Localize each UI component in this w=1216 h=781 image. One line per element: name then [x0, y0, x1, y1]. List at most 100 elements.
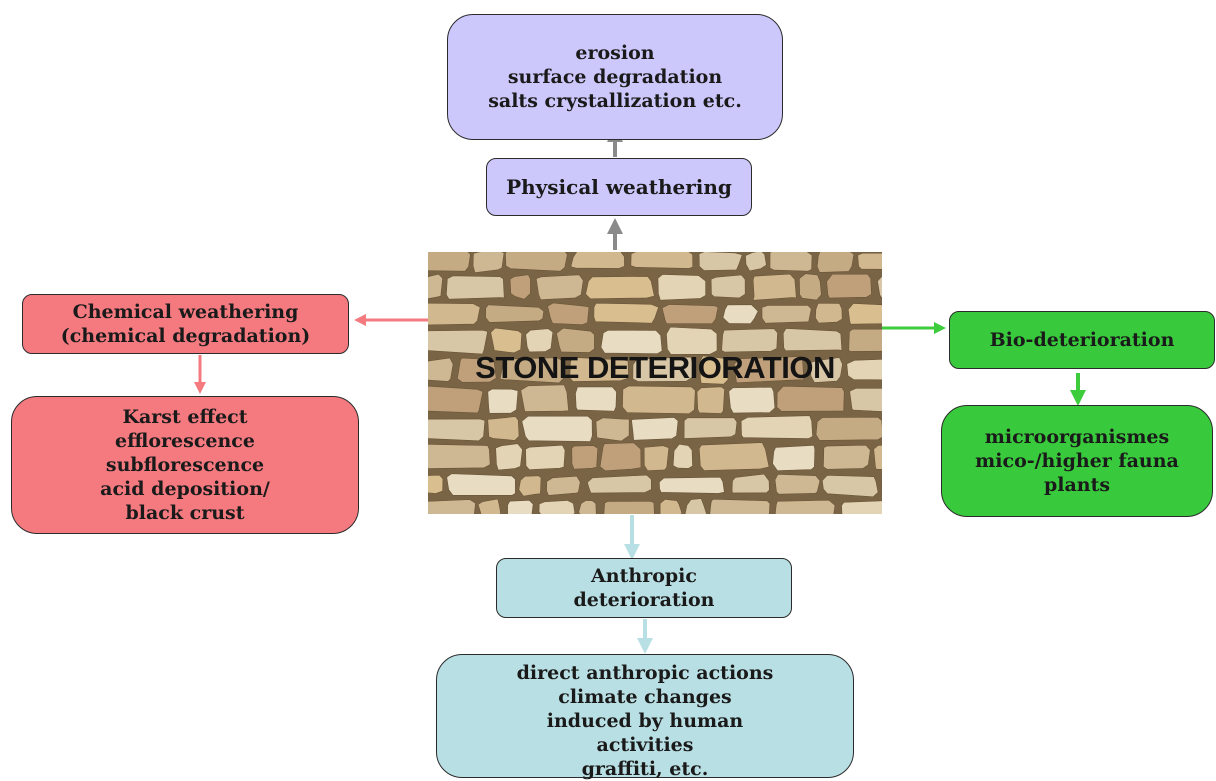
stone-block	[535, 274, 584, 301]
stone-block	[490, 327, 523, 354]
stone-wall-texture	[428, 252, 882, 514]
stone-block	[657, 274, 706, 301]
stone-block	[600, 329, 663, 355]
stone-block	[659, 499, 683, 514]
anthropic-effect: induced by human	[546, 710, 744, 732]
stone-block	[593, 302, 659, 324]
stone-block	[769, 252, 813, 272]
stone-block	[731, 473, 770, 494]
stone-block	[774, 474, 821, 495]
stone-block	[873, 444, 882, 470]
anthropic-effect: graffiti, etc.	[581, 758, 709, 780]
stone-block	[772, 444, 816, 471]
chemical-effect: acid deposition/	[100, 478, 270, 500]
chemical-effect: Karst effect	[122, 406, 248, 428]
anthropic-deterioration-label: Anthropic	[591, 565, 697, 587]
stone-block	[472, 252, 505, 273]
chemical-effect: efflorescence	[115, 430, 255, 452]
stone-block	[823, 444, 871, 470]
stone-block	[672, 443, 693, 469]
stone-block	[733, 356, 805, 384]
stone-block	[774, 499, 836, 514]
chemical-weathering-label: Chemical weathering	[72, 301, 299, 323]
stone-block	[699, 355, 729, 385]
stone-block	[428, 444, 491, 469]
stone-block	[761, 305, 812, 324]
stone-block	[643, 445, 670, 472]
bio-effect: mico-/higher fauna	[975, 450, 1179, 472]
stone-block	[446, 473, 516, 496]
physical-weathering-box: Physical weathering	[486, 158, 752, 216]
physical-effect: erosion	[575, 42, 655, 64]
stone-block	[698, 252, 743, 271]
stone-block	[815, 302, 843, 324]
stone-block	[521, 415, 593, 442]
stone-block	[428, 357, 454, 382]
stone-block	[575, 386, 617, 412]
stone-block	[632, 356, 694, 382]
stone-block	[721, 328, 778, 353]
physical-weathering-label: Physical weathering	[506, 175, 732, 199]
stone-block	[816, 252, 855, 273]
chemical-effect: subflorescence	[105, 454, 265, 476]
stone-block	[428, 418, 486, 442]
stone-block	[752, 273, 797, 301]
stone-block	[799, 273, 822, 301]
stone-block	[847, 303, 882, 325]
bio-effect: plants	[1043, 474, 1111, 496]
stone-block	[505, 252, 568, 272]
anthropic-effects-box: direct anthropic actions climate changes…	[436, 654, 854, 780]
stone-deterioration-title: STONE DETERIORATION	[475, 350, 835, 385]
stone-block	[659, 476, 725, 494]
stone-block	[457, 357, 497, 383]
stone-block	[709, 498, 771, 514]
stone-block	[815, 416, 882, 441]
stone-block	[428, 273, 443, 299]
stone-block	[722, 304, 759, 325]
stone-block	[547, 302, 590, 325]
stone-block	[728, 386, 776, 414]
stone-block	[696, 386, 725, 414]
stone-block	[821, 474, 879, 498]
stone-block	[684, 498, 707, 514]
stone-wall-image: STONE DETERIORATION	[428, 252, 882, 514]
stone-block	[849, 387, 882, 412]
stone-block	[698, 442, 770, 471]
stone-block	[877, 275, 882, 298]
stone-block	[428, 499, 476, 514]
stone-block	[487, 388, 519, 414]
physical-effects-box: erosion surface degradation salts crysta…	[447, 14, 783, 140]
stone-block	[546, 475, 581, 496]
bio-deterioration-label: Bio-deterioration	[989, 329, 1175, 351]
anthropic-effect: activities	[596, 734, 694, 756]
stone-block	[603, 500, 655, 514]
anthropic-deterioration-label: deterioration	[573, 589, 715, 611]
stone-block	[776, 385, 845, 412]
stone-block	[525, 444, 566, 471]
stone-block	[518, 475, 542, 497]
stone-block	[485, 304, 545, 323]
stone-block	[630, 252, 694, 269]
stone-block	[495, 443, 523, 471]
stone-block	[599, 442, 642, 472]
stone-block	[428, 302, 481, 326]
chemical-weathering-label: (chemical degradation)	[60, 325, 311, 347]
chemical-effects-box: Karst effect efflorescence subflorescenc…	[11, 396, 359, 534]
stone-block	[857, 252, 882, 270]
stone-block	[710, 274, 746, 299]
stone-block	[666, 326, 718, 355]
stone-block	[622, 385, 696, 414]
stone-block	[428, 329, 488, 355]
stone-block	[499, 357, 564, 384]
stone-block	[578, 500, 597, 514]
stone-block	[683, 417, 738, 439]
bio-deterioration-box: Bio-deterioration	[949, 311, 1215, 369]
physical-effect: surface degradation	[507, 66, 723, 88]
stone-block	[487, 416, 520, 441]
stone-block	[587, 474, 652, 494]
stone-block	[477, 498, 502, 514]
stone-block	[631, 417, 679, 441]
stone-block	[595, 417, 630, 442]
stone-block	[556, 327, 595, 353]
